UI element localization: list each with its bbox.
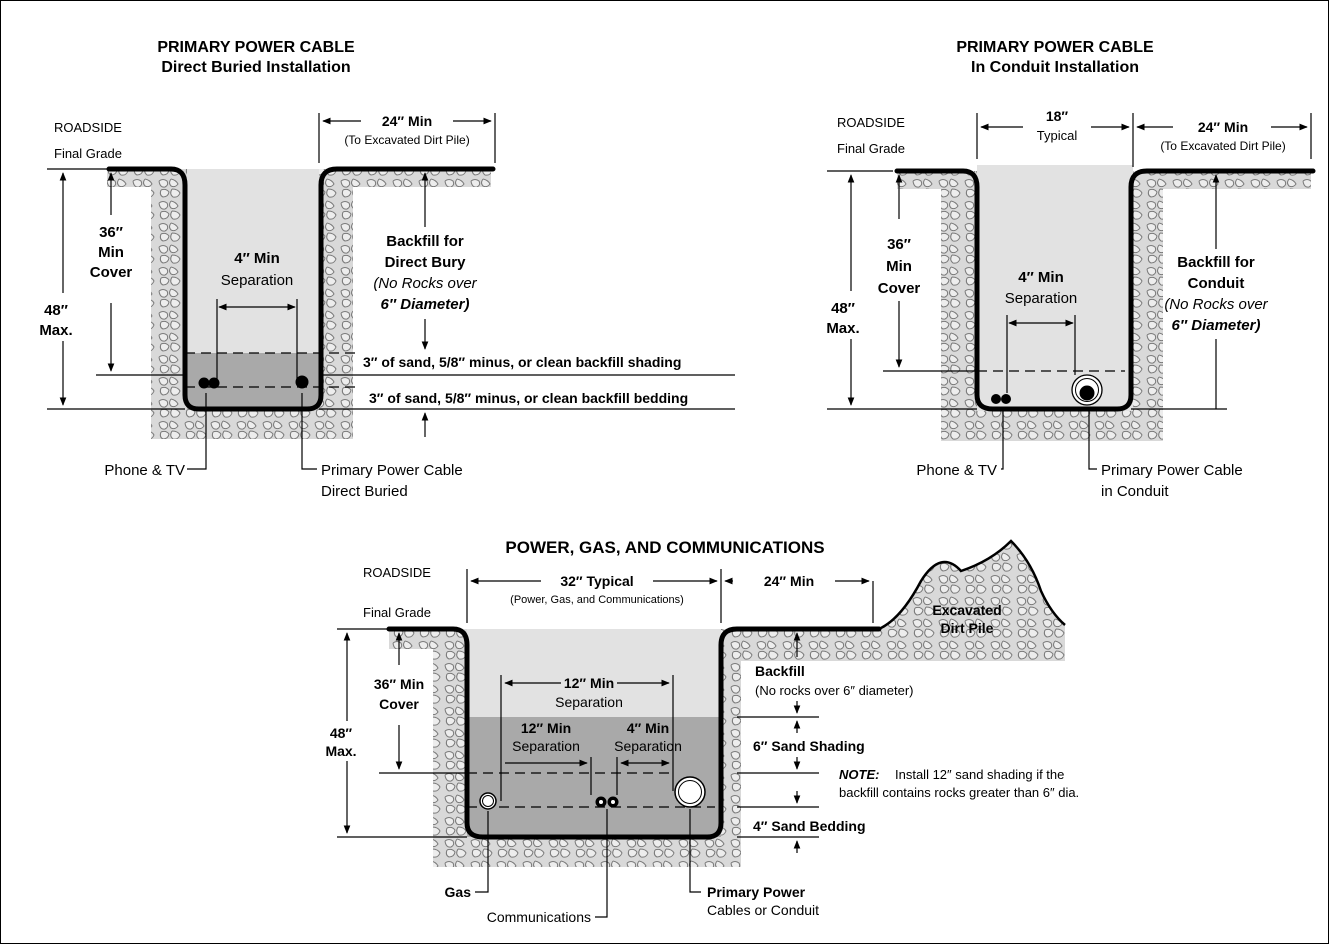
- to-pile-label-2: (To Excavated Dirt Pile): [1160, 139, 1285, 153]
- soil-hatch-1: [151, 169, 353, 439]
- phone-cable-1: [198, 377, 210, 389]
- roadside-label-2: ROADSIDE: [837, 115, 905, 130]
- diagram2-subtitle: In Conduit Installation: [971, 59, 1139, 76]
- sand-zone-3: [467, 717, 721, 837]
- sep12a-label-b: Separation: [555, 694, 623, 710]
- backfill-label-3a: Backfill: [755, 663, 805, 679]
- phone-cable-2: [991, 394, 1001, 404]
- cover-label-2b: Min: [886, 258, 912, 275]
- roadside-label-3: ROADSIDE: [363, 565, 431, 580]
- dirt-pile-outline: [878, 539, 1066, 631]
- cover-label-2a: 36″: [887, 236, 911, 253]
- backfill-label-2b: Conduit: [1188, 275, 1245, 292]
- surrounding-soil-1: [107, 169, 491, 187]
- backfill-label-2a: Backfill for: [1177, 254, 1255, 271]
- to-pile-label-1: (To Excavated Dirt Pile): [344, 133, 469, 147]
- cover-label-2c: Cover: [878, 280, 921, 297]
- sep-label-1a: 4″ Min: [234, 250, 280, 267]
- typ18-label-b: Typical: [1037, 128, 1078, 143]
- backfill-label-1a: Backfill for: [386, 233, 464, 250]
- sep12b-label-b: Separation: [512, 738, 580, 754]
- backfill-label-3b: (No rocks over 6″ diameter): [755, 683, 913, 698]
- tv-cable-1: [208, 377, 220, 389]
- gas-label: Gas: [445, 884, 472, 900]
- sep4-label-a: 4″ Min: [627, 720, 670, 736]
- note-label: NOTE:: [839, 767, 879, 782]
- diagram3-title: POWER, GAS, AND COMMUNICATIONS: [505, 538, 824, 557]
- cable-label-2b: in Conduit: [1101, 483, 1169, 500]
- cover-label-1a: 36″: [99, 224, 123, 241]
- diagram1-title: PRIMARY POWER CABLE: [157, 39, 355, 56]
- typ32-note: (Power, Gas, and Communications): [510, 594, 684, 606]
- backfill-label-2d: 6″ Diameter): [1172, 317, 1261, 334]
- backfill-label-1d: 6″ Diameter): [381, 296, 470, 313]
- shading-label-3: 6″ Sand Shading: [753, 738, 865, 754]
- power-cable-2: [1079, 385, 1095, 401]
- trench-outline-2: [894, 168, 1316, 412]
- typ18-label-a: 18″: [1046, 108, 1069, 124]
- max-label-2b: Max.: [826, 320, 859, 337]
- power-label-b: Cables or Conduit: [707, 902, 819, 918]
- roadside-label-1: ROADSIDE: [54, 120, 122, 135]
- typ32-label: 32″ Typical: [560, 573, 633, 589]
- final-grade-label-2: Final Grade: [837, 141, 905, 156]
- final-grade-label-3: Final Grade: [363, 605, 431, 620]
- backfill-zone-2: [977, 165, 1133, 411]
- trench-outline-3: [386, 626, 882, 840]
- final-grade-label-1: Final Grade: [54, 146, 122, 161]
- tv-cable-2: [1001, 394, 1011, 404]
- min24-label-3: 24″ Min: [764, 573, 814, 589]
- phone-tv-label-2: Phone & TV: [916, 462, 997, 479]
- cover-label-3a: 36″ Min: [374, 676, 424, 692]
- backfill-label-2c: (No Rocks over: [1164, 296, 1268, 313]
- power-cable-1: [295, 375, 309, 389]
- backfill-label-1b: Direct Bury: [385, 254, 467, 271]
- backfill-zone-3: [467, 629, 721, 717]
- diagram2-title: PRIMARY POWER CABLE: [956, 39, 1154, 56]
- sep-label-2a: 4″ Min: [1018, 269, 1064, 286]
- diagram1-subtitle: Direct Buried Installation: [161, 59, 350, 76]
- cable-label-1b: Direct Buried: [321, 483, 408, 500]
- power-conduit-inner: [678, 780, 702, 804]
- backfill-label-1c: (No Rocks over: [373, 275, 477, 292]
- cover-label-1c: Cover: [90, 264, 133, 281]
- soil-hatch-3: [389, 541, 1065, 867]
- conduit-diagram: PRIMARY POWER CABLE In Conduit Installat…: [826, 39, 1316, 500]
- cover-label-3b: Cover: [379, 696, 419, 712]
- sep12a-label-a: 12″ Min: [564, 675, 614, 691]
- power-gas-comms-diagram: POWER, GAS, AND COMMUNICATIONS ROADSIDE …: [325, 538, 1079, 925]
- max-label-1a: 48″: [44, 302, 68, 319]
- power-label-a: Primary Power: [707, 884, 806, 900]
- gas-pipe-inner: [482, 795, 494, 807]
- max-label-1b: Max.: [39, 322, 72, 339]
- max-label-3a: 48″: [330, 725, 353, 741]
- sep-label-2b: Separation: [1005, 290, 1078, 307]
- note-line2: backfill contains rocks greater than 6″ …: [839, 785, 1079, 800]
- direct-buried-diagram: PRIMARY POWER CABLE Direct Buried Instal…: [39, 39, 735, 500]
- sep4-label-b: Separation: [614, 738, 682, 754]
- min24-label-2: 24″ Min: [1198, 119, 1248, 135]
- cover-label-1b: Min: [98, 244, 124, 261]
- comms-label: Communications: [487, 909, 591, 925]
- bedding-label-1: 3″ of sand, 5/8″ minus, or clean backfil…: [369, 390, 688, 406]
- cable-label-2a: Primary Power Cable: [1101, 462, 1243, 479]
- sep-label-1b: Separation: [221, 272, 294, 289]
- max-label-3b: Max.: [325, 743, 356, 759]
- bedding-label-3: 4″ Sand Bedding: [753, 818, 866, 834]
- min24-label-1: 24″ Min: [382, 113, 432, 129]
- trench-outline-1: [106, 166, 496, 412]
- pile-label-b: Dirt Pile: [941, 620, 994, 636]
- phone-tv-label-1: Phone & TV: [104, 462, 185, 479]
- sep12b-label-a: 12″ Min: [521, 720, 571, 736]
- cable-label-1a: Primary Power Cable: [321, 462, 463, 479]
- pile-label-a: Excavated: [932, 602, 1001, 618]
- note-line1: Install 12″ sand shading if the: [895, 767, 1064, 782]
- max-label-2a: 48″: [831, 300, 855, 317]
- shading-label-1: 3″ of sand, 5/8″ minus, or clean backfil…: [363, 354, 681, 370]
